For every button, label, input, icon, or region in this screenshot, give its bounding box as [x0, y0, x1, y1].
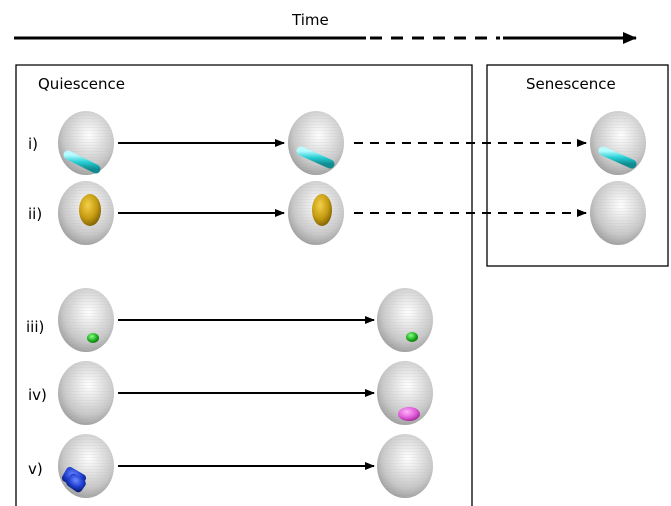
row-label-iv: iv) — [28, 386, 47, 404]
cell-v-start — [58, 434, 114, 498]
row-label-i: i) — [28, 135, 39, 153]
time-label: Time — [292, 11, 329, 29]
green-dot-inclusion — [406, 332, 418, 342]
row-label-ii: ii) — [28, 205, 43, 223]
cyan-rod-inclusion — [598, 146, 637, 169]
cell-iv-start — [58, 361, 114, 425]
cell-i-senescent — [590, 111, 646, 175]
cell-iii-start — [58, 288, 114, 352]
cell-i-mid — [288, 111, 344, 175]
cell-i-start — [58, 111, 114, 175]
golden-ellipsoid-inclusion — [79, 194, 101, 226]
green-dot-inclusion — [87, 333, 99, 343]
golden-ellipsoid-inclusion — [312, 194, 332, 226]
quiescence-title: Quiescence — [38, 75, 125, 93]
senescence-panel — [486, 64, 669, 267]
senescence-title: Senescence — [526, 75, 616, 93]
cell-iv-end — [377, 361, 433, 425]
row-label-v: v) — [28, 460, 43, 478]
cell-iii-end — [377, 288, 433, 352]
cell-ii-senescent — [590, 181, 646, 245]
cell-v-end — [377, 434, 433, 498]
cell-ii-start — [58, 181, 114, 245]
cell-ii-mid — [288, 181, 344, 245]
blue-cluster-inclusion — [61, 467, 87, 493]
cyan-rod-inclusion — [63, 150, 101, 174]
magenta-blob-inclusion — [398, 407, 420, 421]
quiescence-panel — [15, 64, 473, 506]
row-label-iii: iii) — [26, 318, 45, 336]
cyan-rod-inclusion — [296, 146, 335, 169]
